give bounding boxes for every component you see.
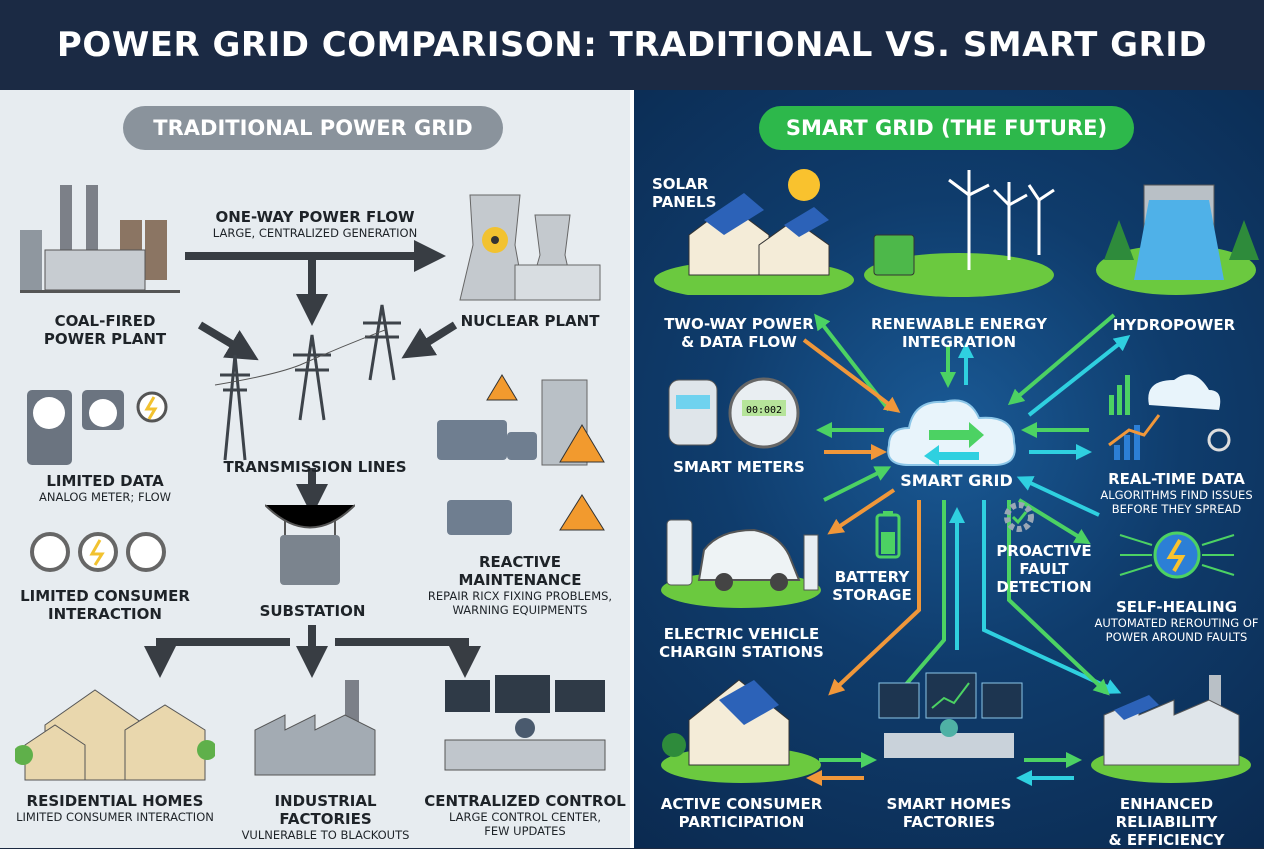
consumer-meters-icon	[30, 532, 166, 572]
maintenance-icon	[437, 374, 605, 535]
proactive-fault-label: PROACTIVE FAULT DETECTION	[996, 542, 1092, 596]
arrow-grid-to-consumer-orange	[828, 500, 921, 696]
limited-data-title: LIMITED DATA	[46, 472, 164, 490]
smart-factory-icon	[1091, 675, 1251, 783]
arrow-grid-to-hydro	[1027, 335, 1131, 417]
arrow-ev-to-grid	[823, 466, 892, 502]
centralized-control-title: CENTRALIZED CONTROL	[424, 792, 626, 810]
residential-homes-subtitle: LIMITED CONSUMER INTERACTION	[16, 810, 214, 824]
panel-divider	[630, 90, 634, 848]
wind-turbines-battery-icon	[864, 170, 1055, 297]
self-healing-subtitle: AUTOMATED REROUTING OF POWER AROUND FAUL…	[1094, 616, 1259, 644]
arrow-solar-to-grid	[802, 338, 901, 413]
nuclear-plant-label: NUCLEAR PLANT	[460, 312, 600, 330]
self-healing-title: SELF-HEALING	[1115, 598, 1238, 616]
limited-consumer-label: LIMITED CONSUMER INTERACTION	[20, 587, 190, 623]
one-way-flow-subtitle: LARGE, CENTRALIZED GENERATION	[212, 226, 418, 240]
transmission-towers-icon	[214, 304, 401, 461]
arrow-nuclear-to-lines	[401, 321, 458, 359]
limited-data-subtitle: ANALOG METER; FLOW	[39, 490, 171, 504]
renewable-energy-label: RENEWABLE ENERGY INTEGRATION	[871, 315, 1047, 351]
reactive-maintenance-title: REACTIVE MAINTENANCE	[458, 553, 582, 589]
coal-plant-icon	[20, 185, 180, 293]
arrow-hydro-to-grid	[1007, 313, 1116, 406]
one-way-flow-title: ONE-WAY POWER FLOW	[215, 208, 415, 226]
active-consumer-home-icon	[661, 679, 821, 783]
active-consumer-label: ACTIVE CONSUMER PARTICIPATION	[660, 795, 823, 831]
substation-label: SUBSTATION	[259, 602, 366, 620]
arrow-to-control	[335, 638, 481, 678]
self-healing-icon	[1119, 531, 1235, 579]
arrow-grid-to-reliability-green	[1007, 500, 1110, 696]
smart-grid-panel: SMART GRID (THE FUTURE) SOLAR PANELS TWO…	[634, 90, 1264, 849]
battery-storage-label: BATTERY STORAGE	[832, 568, 912, 604]
smart-grid-heading: SMART GRID (THE FUTURE)	[759, 106, 1134, 150]
smart-grid-center-label: SMART GRID	[900, 471, 1013, 490]
gear-check-icon	[1004, 502, 1034, 532]
ev-charging-icon	[661, 519, 821, 608]
smart-flow-arrows	[802, 313, 1131, 786]
realtime-data-subtitle: ALGORITHMS FIND ISSUES BEFORE THEY SPREA…	[1100, 488, 1253, 516]
solar-houses-icon	[654, 169, 854, 295]
industrial-factories-subtitle: VULNERABLE TO BLACKOUTS	[241, 828, 410, 842]
control-center-icon	[444, 675, 606, 771]
meter-display: 00:002	[746, 405, 782, 416]
industrial-factories-title: INDUSTRIAL FACTORIES	[274, 792, 377, 828]
smart-meters-label: SMART METERS	[673, 458, 805, 476]
arrow-grid-to-reliability-cyan	[982, 500, 1122, 694]
battery-icon	[875, 511, 901, 559]
control-room-icon	[878, 672, 1023, 758]
arrow-grid-to-ev	[827, 488, 896, 535]
traditional-heading: TRADITIONAL POWER GRID	[123, 106, 503, 150]
arrow-coal-to-lines	[197, 321, 259, 361]
substation-icon	[265, 504, 355, 585]
hydropower-label: HYDROPOWER	[1112, 316, 1236, 334]
smart-meters-icon: 00:002	[668, 377, 800, 449]
ev-charging-label: ELECTRIC VEHICLE CHARGIN STATIONS	[659, 625, 824, 661]
hydropower-dam-icon	[1096, 184, 1259, 295]
header: POWER GRID COMPARISON: TRADITIONAL VS. S…	[0, 0, 1264, 90]
residential-homes-title: RESIDENTIAL HOMES	[26, 792, 204, 810]
two-way-flow-label: TWO-WAY POWER & DATA FLOW	[664, 315, 814, 351]
arrow-to-homes	[144, 638, 290, 678]
centralized-control-subtitle: LARGE CONTROL CENTER, FEW UPDATES	[448, 810, 601, 838]
realtime-data-icon	[1108, 374, 1231, 460]
cloud-sync-icon	[887, 399, 1016, 466]
page-title: POWER GRID COMPARISON: TRADITIONAL VS. S…	[56, 25, 1208, 65]
coal-plant-label: COAL-FIRED POWER PLANT	[43, 312, 167, 348]
traditional-flow-arrows	[144, 240, 481, 678]
traditional-panel: TRADITIONAL POWER GRID COAL-FIRED POWER …	[0, 90, 630, 848]
reactive-maintenance-subtitle: REPAIR RICX FIXING PROBLEMS, WARNING EQU…	[427, 589, 613, 617]
smart-homes-factories-label: SMART HOMES FACTORIES	[886, 795, 1012, 831]
residential-homes-icon	[15, 689, 215, 781]
arrow-selfheal-to-grid	[1016, 476, 1100, 517]
transmission-lines-label: TRANSMISSION LINES	[223, 458, 407, 476]
analog-meters-icon	[27, 390, 168, 465]
industrial-factory-icon	[254, 680, 376, 776]
realtime-data-title: REAL-TIME DATA	[1108, 470, 1245, 488]
enhanced-reliability-label: ENHANCED RELIABILITY & EFFICIENCY	[1108, 795, 1225, 849]
nuclear-plant-icon	[459, 194, 601, 301]
solar-panels-label: SOLAR PANELS	[652, 175, 717, 211]
